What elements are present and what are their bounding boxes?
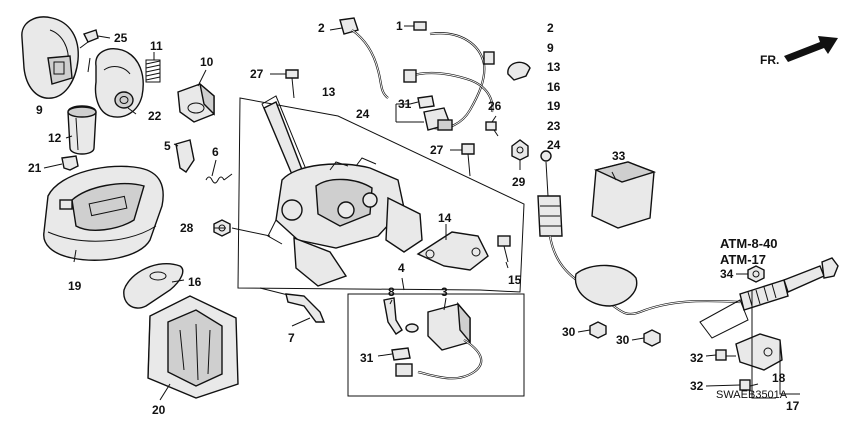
spring-part: [205, 173, 233, 184]
nut-part-5: [643, 329, 661, 347]
callout-2: 2: [318, 21, 325, 35]
knob-shell-part: [21, 16, 79, 99]
parts-list-item: 13: [547, 60, 561, 74]
washer-part: [405, 323, 419, 333]
coil-spring-part: [145, 59, 161, 83]
callout-28: 28: [180, 221, 194, 235]
nut-part-4: [589, 321, 607, 339]
knob-cover-part: [94, 48, 144, 118]
front-indicator: FR.: [760, 53, 779, 67]
parts-list-item: 2: [547, 21, 554, 35]
parts-list-item: 9: [547, 41, 554, 55]
shift-gate-part: [147, 295, 239, 399]
callout-5: 5: [164, 139, 171, 153]
bracket-part-2: [383, 297, 403, 335]
callout-24: 24: [356, 107, 370, 121]
callout-34: 34: [720, 267, 734, 281]
callout-12: 12: [48, 131, 62, 145]
ref-code-2: ATM-17: [720, 252, 766, 267]
callout-8: 8: [388, 285, 395, 299]
callout-15: 15: [508, 273, 522, 287]
callout-20: 20: [152, 403, 166, 417]
callout-30b: 30: [616, 333, 630, 347]
callout-21: 21: [28, 161, 42, 175]
solenoid-outline: [347, 293, 525, 397]
callout-14: 14: [438, 211, 452, 225]
callout-33: 33: [612, 149, 626, 163]
nut-part-2: [511, 139, 529, 161]
knob-sleeve-part: [67, 105, 97, 155]
harness-clip-part-2: [391, 347, 411, 361]
callout-17: 17: [786, 399, 800, 413]
callout-1: 1: [396, 19, 403, 33]
clip-part: [61, 155, 79, 171]
shifter-assembly-part: [261, 95, 423, 287]
screw-part: [79, 29, 99, 49]
parts-list-item: 19: [547, 99, 561, 113]
connector-part: [413, 21, 427, 31]
damper-pad-part: [591, 161, 657, 229]
sensor-harness-part: [339, 17, 389, 99]
indicator-panel-part: [43, 165, 164, 261]
callout-22: 22: [148, 109, 162, 123]
callout-11: 11: [150, 39, 163, 53]
callout-9: 9: [36, 103, 43, 117]
nut-part-3: [747, 265, 765, 283]
callout-31b: 31: [360, 351, 374, 365]
callout-7: 7: [288, 331, 295, 345]
harness-clip-part: [417, 95, 435, 109]
callout-32a: 32: [690, 351, 704, 365]
clamp-part: [507, 61, 531, 81]
callout-29: 29: [512, 175, 526, 189]
cable-bracket-part: [735, 333, 783, 371]
cover-plate-part: [123, 263, 184, 309]
release-rod-part: [259, 287, 326, 323]
screw-part-2: [485, 121, 499, 137]
bolt-part-3: [497, 235, 511, 263]
callout-18: 18: [772, 371, 786, 385]
parts-list-item: 16: [547, 80, 561, 94]
callout-16a: 16: [188, 275, 202, 289]
callout-6: 6: [212, 145, 219, 159]
callout-13: 13: [322, 85, 336, 99]
solenoid-part: [395, 301, 483, 380]
bracket-part: [175, 139, 195, 173]
mount-bracket-part: [416, 231, 489, 271]
parts-list-column: 2 9 13 16 19 23 24: [547, 21, 561, 152]
callout-25: 25: [114, 31, 128, 45]
bolt-part-4: [715, 349, 736, 361]
callout-31a: 31: [398, 97, 412, 111]
front-arrow-icon: [784, 36, 838, 62]
wire-harness-part: [403, 32, 495, 131]
callout-27a: 27: [250, 67, 264, 81]
callout-19: 19: [68, 279, 82, 293]
callout-26: 26: [488, 99, 502, 113]
callout-3: 3: [441, 285, 448, 299]
leader-lines: [43, 25, 800, 401]
callout-32b: 32: [690, 379, 704, 393]
assembly-outline: [237, 97, 525, 293]
callout-10: 10: [200, 55, 214, 69]
parts-list-item: 23: [547, 119, 561, 133]
callout-30a: 30: [562, 325, 576, 339]
callout-4: 4: [398, 261, 405, 275]
callout-27b: 27: [430, 143, 444, 157]
parts-list-item: 24: [547, 138, 561, 152]
push-button-part: [177, 82, 215, 123]
ref-code-1: ATM-8-40: [720, 236, 778, 251]
bolt-part: [285, 69, 299, 99]
bolt-part-2: [461, 143, 475, 177]
shift-cable-part: [537, 150, 839, 339]
